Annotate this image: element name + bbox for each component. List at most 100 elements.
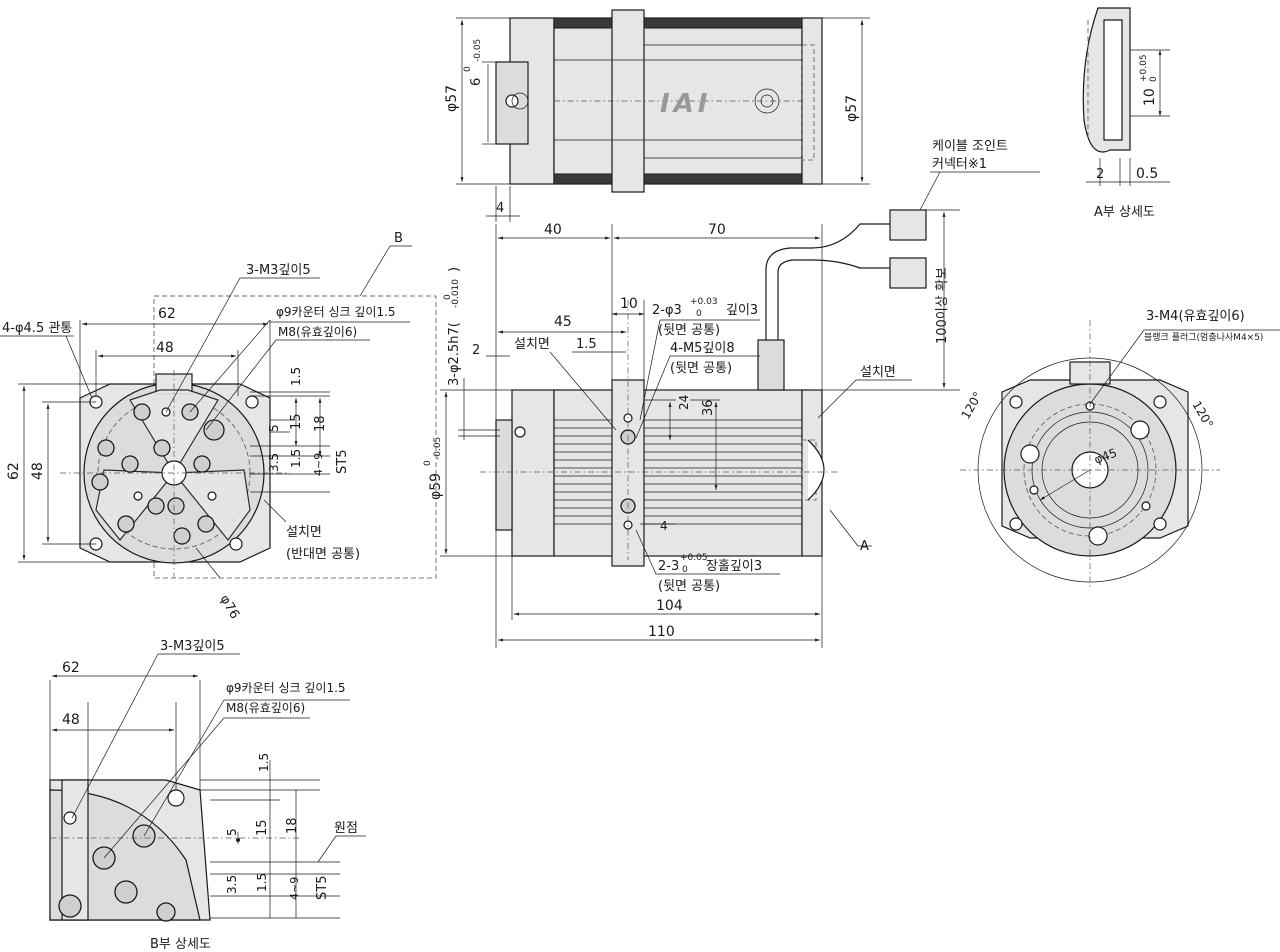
dim-phi59-up: 0 <box>423 460 433 466</box>
top-view-cover <box>801 17 823 185</box>
cable-joint-line2: 커넥터※1 <box>932 157 987 172</box>
detail-a-05: 0.5 <box>1136 166 1158 182</box>
side-view-end-cap <box>511 389 555 557</box>
dim-110: 110 <box>648 624 675 640</box>
left-1-5b: 1.5 <box>289 449 303 468</box>
dim-1-5: 1.5 <box>576 337 597 352</box>
top-view: IAI φ57 φ57 6 0 -0.05 4 <box>444 9 870 222</box>
dim-36: 36 <box>701 399 716 416</box>
dim-3-phi25-low: -0.010 <box>451 279 461 308</box>
detail-a-title: A부 상세도 <box>1094 205 1155 220</box>
dim-2: 2 <box>472 343 480 358</box>
b-title: B부 상세도 <box>150 937 211 952</box>
back-common-1: (뒷면 공통) <box>658 323 720 338</box>
b-m3: 3-M3깊이5 <box>160 639 225 654</box>
right-120a: 120° <box>958 389 985 421</box>
dim-45: 45 <box>554 314 572 330</box>
dim-4: 4 <box>660 519 668 533</box>
right-120b: 120° <box>1189 399 1216 431</box>
dim-3-phi25: 3-φ2.5h7( <box>447 322 462 386</box>
dim-3-phi25-up: 0 <box>443 294 453 300</box>
left-phi45: 4-φ4.5 관통 <box>2 321 72 336</box>
right-front-view: φ45 3-M4(유효깊이6) 블랭크 플러그(멈춤나사M4×5) 120° 1… <box>958 309 1280 590</box>
b-m8: M8(유효깊이6) <box>226 701 305 715</box>
left-3-5: 3.5 <box>267 453 281 472</box>
b-1-5b: 1.5 <box>255 873 269 892</box>
left-v62: 62 <box>6 462 22 480</box>
side-view-housing <box>553 389 803 557</box>
dim-40: 40 <box>544 222 562 238</box>
detail-a-2: 2 <box>1096 167 1104 182</box>
b-48: 48 <box>62 712 80 728</box>
dim-104: 104 <box>656 598 683 614</box>
left-phi76: φ76 <box>217 593 243 622</box>
left-4-9: 4~9 <box>312 453 325 476</box>
top-6-up: 0 <box>463 66 473 72</box>
side-view-flange <box>611 379 645 567</box>
pin-hole-low: 0 <box>696 309 702 319</box>
b-origin: 원점 <box>334 821 358 836</box>
left-18: 18 <box>313 415 328 432</box>
detail-a-10: 10 <box>1142 88 1158 106</box>
cable-joint-line1: 케이블 조인트 <box>932 139 1008 154</box>
left-48: 48 <box>156 340 174 356</box>
top-view-fin-bottom <box>553 173 803 185</box>
logo-text: IAI <box>660 89 711 119</box>
left-counter: φ9카운터 싱크 깊이1.5 <box>276 305 396 319</box>
slot-low: 0 <box>682 565 688 575</box>
dim-70: 70 <box>708 222 726 238</box>
b-5: 5 <box>225 828 239 836</box>
left-15: 15 <box>289 413 304 430</box>
dim-3-phi25-close: ) <box>447 267 462 272</box>
right-blank-plug: 블랭크 플러그(멈춤나사M4×5) <box>1144 332 1263 343</box>
top-4: 4 <box>496 201 504 216</box>
dim-100-bend: 100이상 확보 <box>935 267 950 344</box>
b-1-5a: 1.5 <box>257 753 271 772</box>
label-b: B <box>394 231 403 246</box>
b-4-9: 4~9 <box>288 877 301 900</box>
detail-b: 62 48 3-M3깊이5 φ9카운터 싱크 깊이1.5 M8(유효깊이6) 1… <box>49 639 366 952</box>
top-phi57-left: φ57 <box>444 85 460 112</box>
left-1-5a: 1.5 <box>289 367 303 386</box>
left-5: 5 <box>267 424 281 432</box>
pin-hole-depth: 깊이3 <box>726 303 758 318</box>
left-front-view: 62 48 62 48 3-M3깊이5 4-φ4.5 관통 φ9카운터 싱크 깊… <box>0 231 437 622</box>
top-phi57-right: φ57 <box>844 95 860 122</box>
install-face-right: 설치면 <box>860 365 896 380</box>
back-common-3: (뒷면 공통) <box>658 579 720 594</box>
cable-connector-bottom <box>889 257 927 289</box>
left-st5: ST5 <box>335 450 350 474</box>
label-a: A <box>860 539 869 554</box>
detail-a: 10 +0.05 0 2 0.5 A부 상세도 <box>1082 7 1170 220</box>
b-15: 15 <box>255 819 270 836</box>
side-view-fins <box>554 419 802 525</box>
cable-connector-top <box>889 209 927 241</box>
left-install: 설치면 <box>286 525 322 540</box>
cable-path-lower <box>777 259 890 380</box>
left-m3: 3-M3깊이5 <box>246 263 311 278</box>
top-6-low: -0.05 <box>473 39 483 62</box>
dim-24: 24 <box>677 395 691 410</box>
back-common-2: (뒷면 공통) <box>670 361 732 376</box>
left-opposite: (반대면 공통) <box>286 547 360 562</box>
side-view: 40 70 100이상 확보 45 10 2 1.5 설치면 φ59 0 -0.… <box>423 139 1040 648</box>
pin-hole-label: 2-φ3 <box>652 303 682 318</box>
slot-label: 2-3 <box>658 559 679 574</box>
top-view-fin-top <box>553 17 803 29</box>
b-st5: ST5 <box>315 876 330 900</box>
detail-a-10-low: 0 <box>1149 76 1159 82</box>
left-m8: M8(유효깊이6) <box>278 325 357 339</box>
b-62: 62 <box>62 660 80 676</box>
m5-hole-label: 4-M5깊이8 <box>670 341 735 356</box>
b-18: 18 <box>285 817 300 834</box>
top-6: 6 <box>469 78 484 86</box>
b-3-5: 3.5 <box>225 875 239 894</box>
slot-up: +0.05 <box>680 553 708 563</box>
dim-phi59-low: -0.05 <box>433 437 443 460</box>
dim-10: 10 <box>620 296 638 312</box>
left-62: 62 <box>158 306 176 322</box>
slot-depth: 장홀깊이3 <box>706 559 762 574</box>
pin-hole-up: +0.03 <box>690 297 718 307</box>
install-face-left: 설치면 <box>514 337 550 352</box>
cable-path-upper <box>765 223 890 380</box>
